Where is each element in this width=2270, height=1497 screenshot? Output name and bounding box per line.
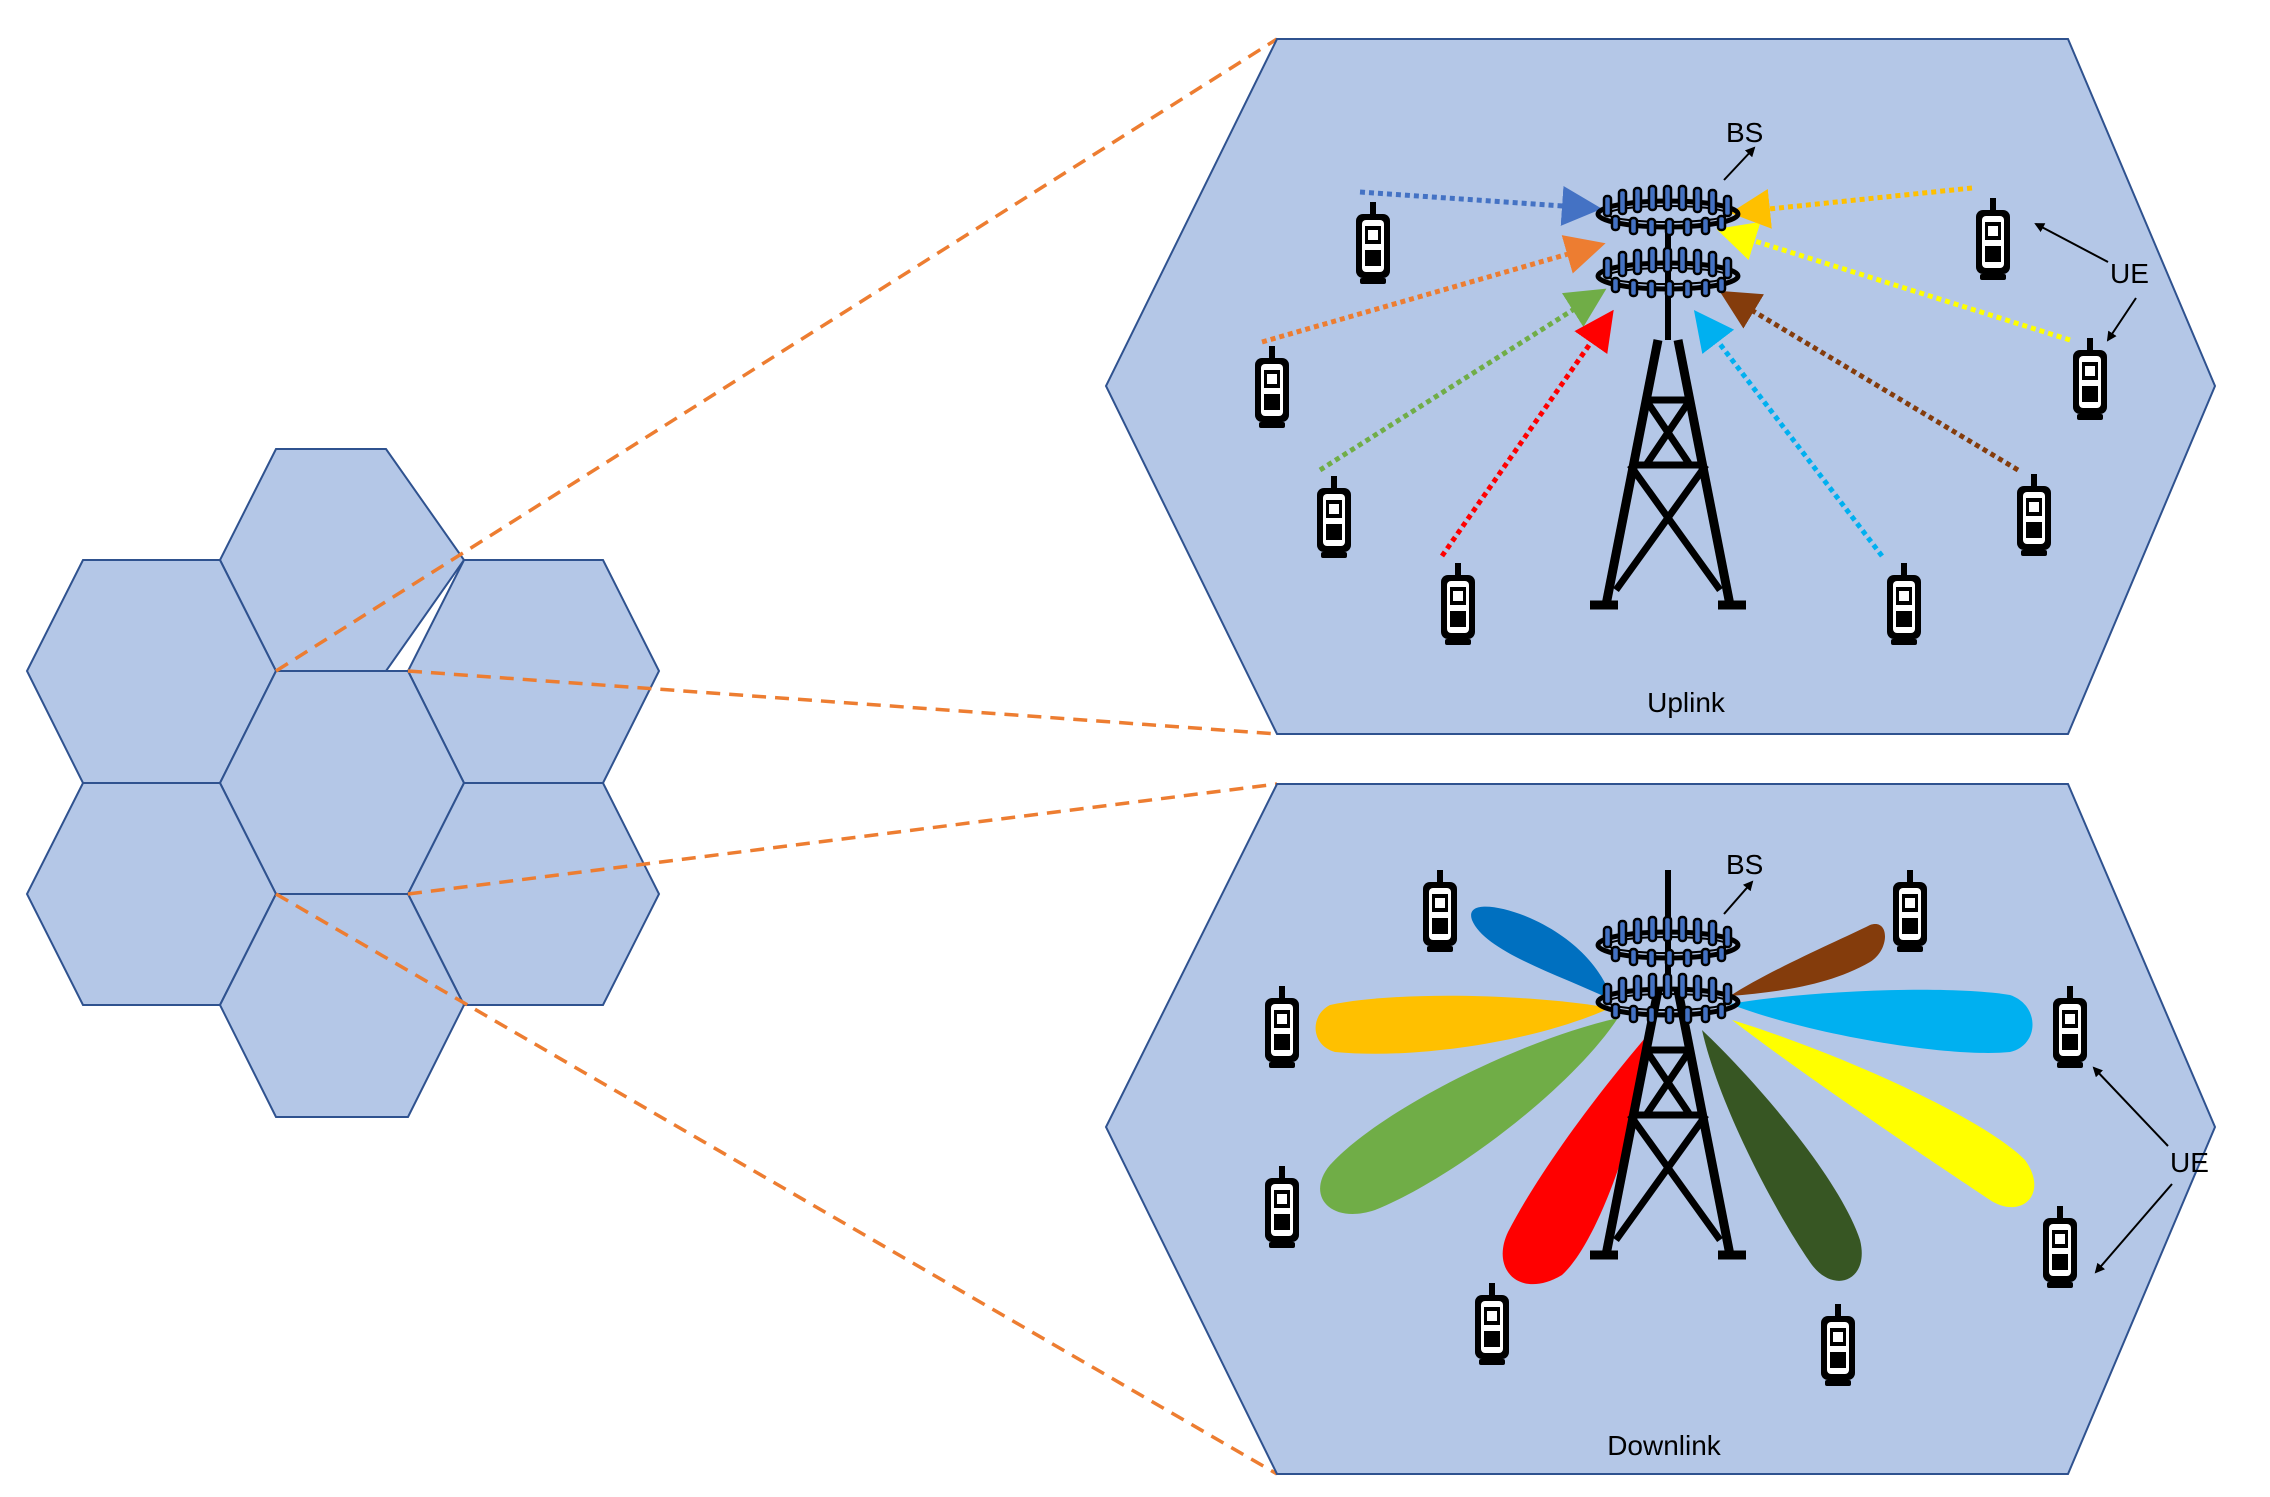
mobile-phone-icon [1893,870,1927,952]
mobile-phone-icon [1821,1304,1855,1386]
mobile-phone-icon [2053,986,2087,1068]
uplink-arrow-blue [1359,185,1602,226]
uplink-caption: Uplink [1647,687,1726,718]
downlink-bs-label: BS [1726,849,1763,880]
beam-brown [1730,924,1885,996]
beam-light-blue [1730,989,2033,1053]
mobile-phone-icon [1423,870,1457,952]
uplink-arrow-lightblue [1693,310,1884,558]
downlink-hexagon [1104,783,2217,1475]
uplink-arrow-yellow [1716,221,2071,343]
uplink-bs-label: BS [1726,117,1763,148]
beam-dark-blue [1471,906,1612,1000]
mobile-phone-icon [1475,1283,1509,1365]
uplink-panel: BS UE Uplink [1104,38,2217,735]
zoom-line-uplink-bottom [407,669,1278,736]
uplink-arrow-orange [1261,235,1606,345]
downlink-beams [1315,906,2035,1285]
mobile-phone-icon [1887,563,1921,645]
circular-antenna-array-icon [1598,974,1738,1023]
mobile-phone-icon [1976,198,2010,280]
mobile-phone-icon [1265,986,1299,1068]
uplink-bs-pointer [1723,146,1756,181]
uplink-arrow-green [1318,288,1607,473]
beam-gold [1315,995,1610,1054]
downlink-ue-label: UE [2170,1147,2209,1178]
downlink-panel: BS UE Downlink [1104,783,2217,1475]
zoom-line-uplink-top [275,37,1278,673]
mobile-phone-icon [2017,474,2051,556]
downlink-bs-pointer [1723,880,1754,915]
mobile-phone-icon [2043,1206,2077,1288]
mobile-phone-icon [1317,476,1351,558]
downlink-ue-pointer-b [2094,1183,2173,1274]
beam-yellow [1732,1020,2035,1208]
beam-green [1320,1018,1618,1214]
uplink-arrow-gold [1730,185,1973,229]
uplink-arrow-red [1439,309,1614,558]
mobile-phone-icon [1441,563,1475,645]
uplink-hexagon [1104,38,2217,735]
uplink-ue-label: UE [2110,258,2149,289]
zoom-line-downlink-top [407,782,1278,896]
circular-antenna-array-icon [1598,186,1738,235]
mobile-phone-icon [1255,346,1289,428]
uplink-ue-pointer-a [2034,223,2109,263]
uplink-arrow-brown [1719,290,2020,473]
zoom-lines [275,37,1278,1476]
mobile-phone-icon [1356,202,1390,284]
zoom-line-downlink-bottom [275,892,1278,1476]
mobile-phone-icon [2073,338,2107,420]
uplink-arrows [1261,185,2071,558]
mobile-phone-icon [1265,1166,1299,1248]
beam-red [1502,1030,1652,1285]
downlink-caption: Downlink [1607,1430,1722,1461]
hex-cell-cluster [25,448,661,1118]
uplink-ue-pointer-b [2106,297,2137,342]
downlink-ue-pointer-a [2092,1066,2169,1147]
circular-antenna-array-icon [1598,248,1738,297]
beam-dark-green [1702,1030,1862,1281]
circular-antenna-array-icon [1598,917,1738,966]
